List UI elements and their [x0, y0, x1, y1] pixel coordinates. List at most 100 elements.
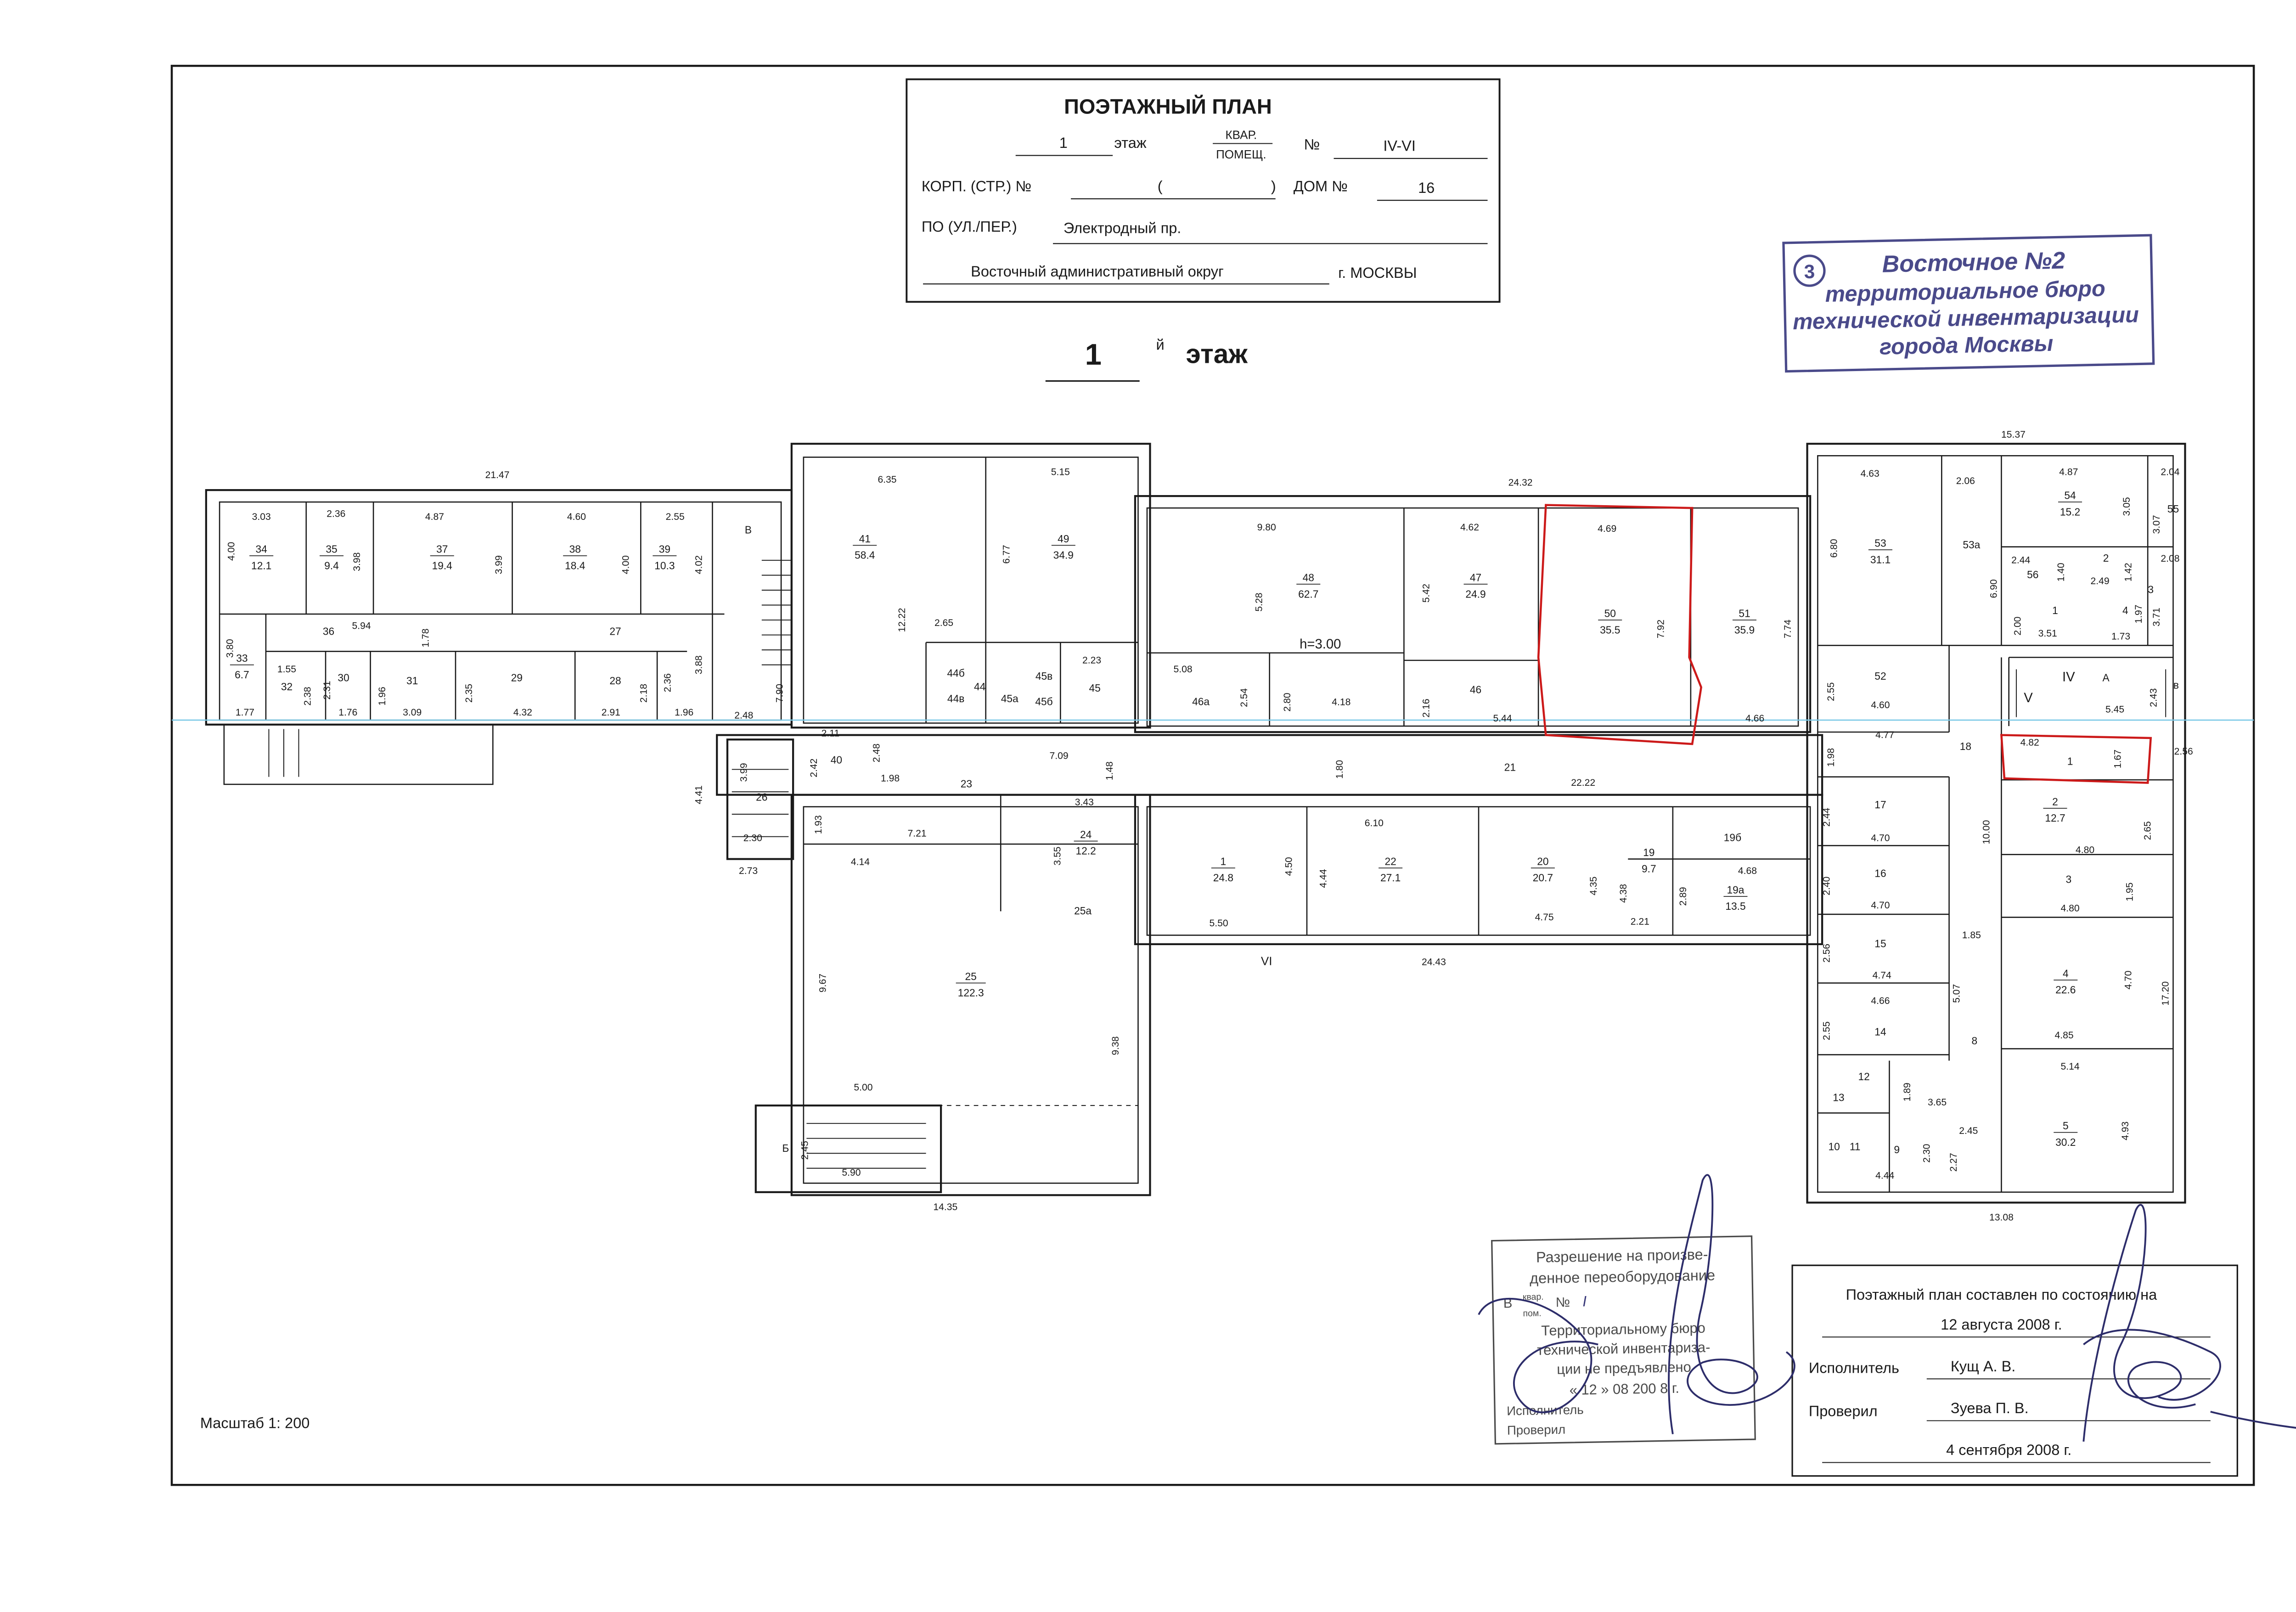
- dimension: 2.38: [303, 687, 313, 705]
- room-number: 5: [2063, 1120, 2069, 1132]
- room-number: 49: [1058, 533, 1069, 545]
- status-final-date: 4 сентября 2008 г.: [1946, 1442, 2071, 1458]
- block-hall-inner: [803, 806, 1139, 1184]
- room-label: 17: [1874, 799, 1886, 811]
- room-label: 12: [1858, 1071, 1870, 1082]
- room-label: 26: [756, 791, 767, 803]
- room-area: 58.4: [855, 549, 875, 561]
- dimension: 4.18: [1332, 697, 1351, 707]
- stamp-line-4: города Москвы: [1880, 331, 2054, 360]
- dimension: 4.44: [1318, 869, 1328, 888]
- dimension: 4.41: [694, 785, 704, 804]
- dimension: 2.36: [326, 509, 345, 519]
- dimension: 5.08: [1173, 664, 1192, 675]
- room-label: Б: [782, 1142, 789, 1154]
- dimension: 1.96: [675, 707, 693, 718]
- room-label: 21: [1504, 761, 1516, 773]
- dimension: 4.80: [2076, 845, 2094, 855]
- room-33: 336.7: [230, 652, 254, 681]
- header-street-value: Электродный пр.: [1064, 220, 1182, 237]
- scale-label: Масштаб 1: 200: [200, 1415, 310, 1432]
- dimension: 2.56: [1821, 944, 1832, 963]
- dimension: 2.48: [734, 710, 753, 721]
- room-52: 52: [1874, 670, 1886, 682]
- room-35: 359.4: [320, 543, 344, 571]
- header-box: ПОЭТАЖНЫЙ ПЛАН 1 этаж КВАР. ПОМЕЩ. № IV-…: [906, 78, 1501, 303]
- dimension: 2.16: [1421, 699, 1432, 717]
- dimension: 5.44: [1493, 713, 1512, 724]
- room-number: 51: [1739, 608, 1750, 620]
- dimension: 4.66: [1871, 996, 1890, 1006]
- room-area: 24.8: [1213, 872, 1233, 884]
- room-label: 29: [511, 671, 523, 683]
- dimension: 2.55: [1821, 1021, 1832, 1040]
- dimension: 3.99: [738, 763, 749, 782]
- room-area: 12.7: [2045, 812, 2065, 824]
- room-label: 2: [2103, 552, 2109, 564]
- dimension: 1.77: [236, 707, 254, 718]
- room-number: 52: [1874, 670, 1886, 682]
- dimension: 2.30: [1921, 1144, 1932, 1163]
- room-label: 23: [961, 778, 972, 789]
- room-number: 24: [1080, 829, 1092, 840]
- room-label: V: [2024, 691, 2033, 705]
- room-label: 40: [831, 754, 842, 766]
- wing-right: [1806, 443, 2186, 1204]
- header-kvar-label: КВАР.: [1226, 128, 1257, 142]
- dimension: 5.28: [1254, 592, 1264, 611]
- dimension: 1.73: [2111, 631, 2130, 642]
- dimension: 2.89: [1678, 887, 1688, 906]
- dimension: 2.36: [662, 673, 673, 692]
- signature-marks: [1478, 1174, 2296, 1442]
- room-number: 37: [436, 543, 448, 555]
- room-area: 34.9: [1053, 549, 1074, 561]
- block-hall: [790, 794, 1151, 1196]
- dimension: 4.74: [1873, 970, 1891, 981]
- block-stair-26: [726, 738, 794, 860]
- room-number: 4: [2063, 967, 2069, 979]
- dimension: 1.42: [2123, 563, 2133, 581]
- header-floor-label: этаж: [1114, 135, 1146, 151]
- room-label: 8: [1972, 1035, 1978, 1047]
- dimension: 9.67: [818, 974, 828, 992]
- dimension: 4.02: [694, 555, 704, 574]
- header-dom-value: 16: [1418, 180, 1435, 196]
- dimension: 4.63: [1861, 468, 1880, 479]
- dimension: 1.89: [1902, 1082, 1913, 1101]
- room-number: 54: [2064, 490, 2076, 502]
- dimension: 3.51: [2038, 628, 2057, 639]
- signature-permission-flourish: [1478, 1298, 1598, 1414]
- dimension: 24.32: [1508, 477, 1533, 488]
- header-pomesch-label: ПОМЕЩ.: [1216, 147, 1266, 161]
- dimension: 9.38: [1110, 1036, 1121, 1055]
- room-label: 55: [2167, 503, 2179, 515]
- dimension: 4.14: [851, 857, 870, 867]
- room-number: 19а: [1727, 884, 1744, 896]
- permission-v-label: В: [1503, 1296, 1513, 1311]
- room-label: 45в: [1035, 670, 1052, 682]
- dimension: 22.22: [1571, 778, 1595, 788]
- header-korp-label: КОРП. (СТР.) №: [922, 178, 1031, 195]
- wing-left: [205, 489, 793, 726]
- dimension: 14.35: [933, 1202, 957, 1212]
- header-box-border: [906, 78, 1501, 303]
- stamp-line-2: территориальное бюро: [1825, 276, 2105, 307]
- permission-border: [1491, 1235, 1756, 1445]
- room-area: 35.5: [1600, 624, 1620, 636]
- room-label: h=3.00: [1300, 637, 1341, 652]
- dimension: 2.80: [1282, 693, 1293, 711]
- dimension: 6.35: [878, 474, 896, 485]
- dimension: 4.70: [2123, 970, 2133, 989]
- dimension: 2.44: [1821, 808, 1832, 827]
- dimension: 3.99: [494, 555, 504, 574]
- dimension: 7.74: [1783, 620, 1793, 638]
- dimension: 3.03: [252, 512, 271, 522]
- dimension: 4.60: [567, 512, 586, 522]
- dimension: 15.37: [2001, 429, 2026, 440]
- dimension: 4.70: [1871, 900, 1890, 911]
- dimension: 4.35: [1588, 876, 1599, 895]
- room-number: 39: [659, 543, 670, 555]
